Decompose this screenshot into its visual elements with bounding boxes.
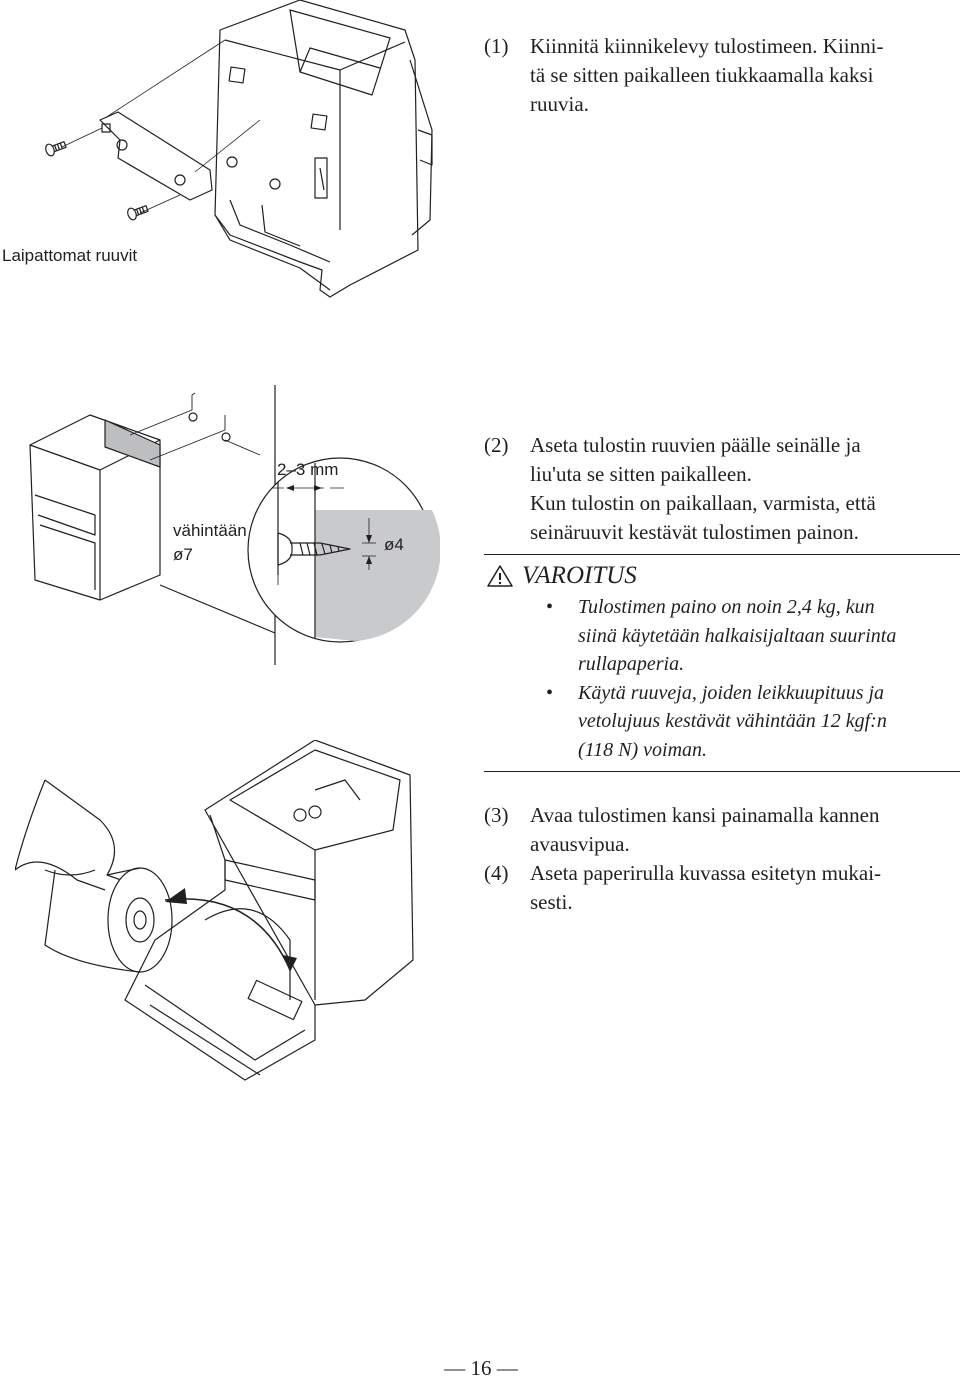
warning-bullets: • Tulostimen paino on noin 2,4 kg, kun s… bbox=[540, 593, 960, 764]
step-4-line-2: sesti. bbox=[530, 890, 573, 914]
screw-diameter-label: ø4 bbox=[384, 535, 404, 554]
warning-title: VAROITUS bbox=[522, 562, 637, 589]
step-4: (4) Aseta paperirulla kuvassa esitetyn m… bbox=[484, 859, 960, 917]
step-3-line-2: avausvipua. bbox=[530, 832, 630, 856]
warning-bullet-1-line-1: Tulostimen paino on noin 2,4 kg, kun bbox=[578, 596, 875, 618]
warning-bottom-rule bbox=[484, 771, 960, 772]
warning-bullet-2-line-1: Käytä ruuveja, joiden leikkuupituus ja bbox=[578, 681, 885, 704]
step-number: (3) bbox=[484, 803, 509, 827]
warning-bullet-1-line-3: rullapaperia. bbox=[578, 653, 685, 675]
step-1-line-1: Kiinnitä kiinnikelevy tulostimeen. Kiinn… bbox=[530, 34, 884, 58]
figure-wall-mounting bbox=[29, 385, 440, 665]
step-text: Aseta tulostin ruuvien päälle seinälle j… bbox=[530, 431, 960, 547]
min-diameter-label-2: ø7 bbox=[173, 545, 193, 564]
step-2-line-2: liu'uta se sitten paikalleen. bbox=[530, 462, 752, 486]
warning-triangle-icon bbox=[487, 565, 513, 587]
screws-label: Laipattomat ruuvit bbox=[2, 246, 138, 265]
warning-heading: VAROITUS bbox=[486, 562, 637, 590]
step-4-line-1: Aseta paperirulla kuvassa esitetyn mukai… bbox=[530, 861, 882, 885]
page-number: — 16 — bbox=[444, 1356, 518, 1380]
warning-top-rule bbox=[484, 554, 960, 555]
step-number: (1) bbox=[484, 34, 509, 58]
step-1: (1) Kiinnitä kiinnikelevy tulostimeen. K… bbox=[484, 32, 960, 119]
step-text: Kiinnitä kiinnikelevy tulostimeen. Kiinn… bbox=[530, 32, 960, 119]
warning-bullet-1-line-2: siinä käytetään halkaisijaltaan suurinta bbox=[578, 624, 897, 647]
step-number: (2) bbox=[484, 433, 509, 457]
step-number: (4) bbox=[484, 861, 509, 885]
step-2: (2) Aseta tulostin ruuvien päälle seinäl… bbox=[484, 431, 960, 547]
gap-label: 2–3 mm bbox=[277, 460, 339, 479]
warning-bullet: • Tulostimen paino on noin 2,4 kg, kun s… bbox=[540, 593, 960, 679]
page-number-value: 16 bbox=[470, 1356, 492, 1380]
step-2-line-4: seinäruuvit kestävät tulostimen painon. bbox=[530, 520, 859, 544]
step-text: Avaa tulostimen kansi painamalla kannen … bbox=[530, 801, 960, 859]
warning-bullet-2-line-2: vetolujuus kestävät vähintään 12 kgf:n bbox=[578, 710, 887, 732]
figure-bracket-attachment bbox=[45, 0, 433, 298]
step-1-line-3: ruuvia. bbox=[530, 92, 589, 116]
step-3-line-1: Avaa tulostimen kansi painamalla kannen bbox=[530, 803, 880, 827]
warning-bullet: • Käytä ruuveja, joiden leikkuupituus ja… bbox=[540, 679, 960, 765]
step-text: Aseta paperirulla kuvassa esitetyn mukai… bbox=[530, 859, 960, 917]
figure-paper-roll-loading bbox=[15, 740, 414, 1081]
step-2-line-1: Aseta tulostin ruuvien päälle seinälle j… bbox=[530, 433, 861, 457]
warning-bullet-2-line-3: (118 N) voiman. bbox=[578, 738, 708, 761]
step-1-line-2: tä se sitten paikalleen tiukkaamalla kak… bbox=[530, 63, 874, 87]
step-2-line-3: Kun tulostin on paikallaan, varmista, et… bbox=[530, 491, 876, 515]
step-3: (3) Avaa tulostimen kansi painamalla kan… bbox=[484, 801, 960, 859]
min-diameter-label-1: vähintään bbox=[173, 521, 247, 540]
